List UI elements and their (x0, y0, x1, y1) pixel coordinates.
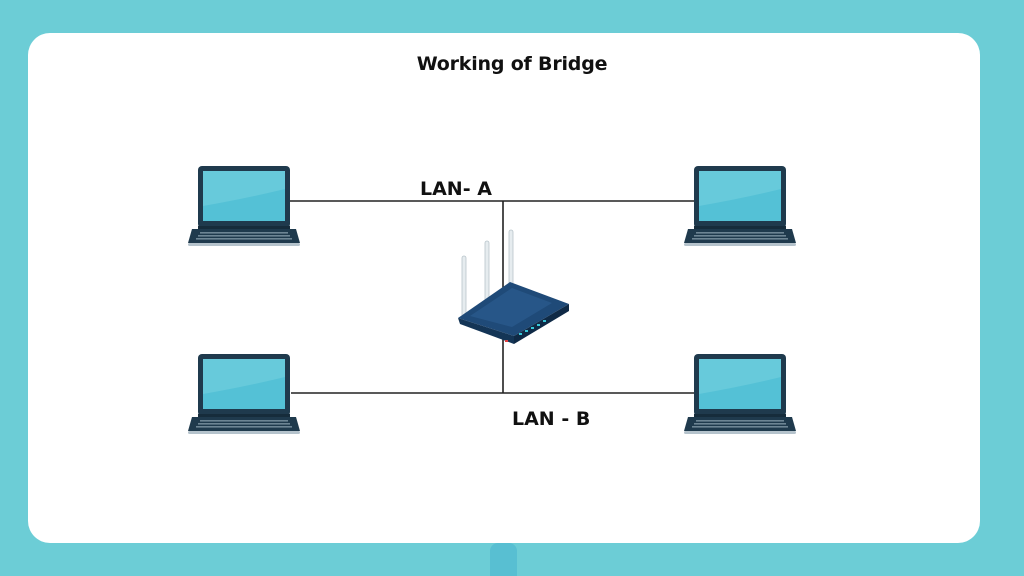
wireless-router-icon (458, 229, 569, 344)
lan-a-label: LAN- A (420, 178, 492, 200)
laptop-icon (188, 354, 300, 434)
diagram-title: Working of Bridge (416, 53, 608, 75)
laptop-icon (684, 354, 796, 434)
laptop-icon (684, 166, 796, 246)
bottom-tab (490, 543, 517, 576)
laptop-icon (188, 166, 300, 246)
lan-b-label: LAN - B (512, 408, 591, 430)
